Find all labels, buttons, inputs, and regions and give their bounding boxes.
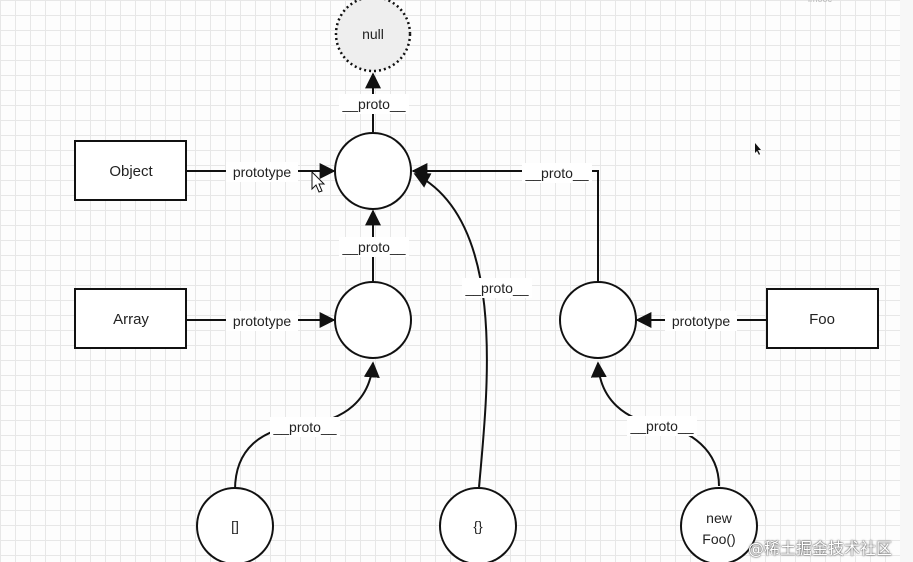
- object-literal-label: {}: [473, 518, 483, 534]
- edge-object-literal-proto[interactable]: __proto__: [413, 173, 532, 488]
- foo-box-label: Foo: [809, 311, 835, 328]
- edge-label-object-prototype: prototype: [233, 164, 292, 180]
- array-box[interactable]: Array: [74, 288, 187, 349]
- edge-object-prototype[interactable]: prototype: [186, 162, 336, 182]
- watermark: @稀土掘金技术社区: [748, 539, 893, 558]
- new-foo-label-line2: Foo(): [702, 531, 735, 547]
- small-cursor-icon: [755, 143, 761, 155]
- new-foo-node[interactable]: new Foo(): [680, 487, 758, 562]
- edge-object-proto-to-null[interactable]: __proto__: [339, 72, 409, 132]
- foo-prototype-node[interactable]: [559, 281, 637, 359]
- new-foo-label-line1: new: [706, 510, 733, 526]
- edge-new-foo-proto[interactable]: __proto__: [590, 361, 720, 487]
- edge-label-array-prototype: prototype: [233, 313, 292, 329]
- edge-label-array-proto: __proto__: [341, 239, 405, 255]
- edge-array-prototype[interactable]: prototype: [186, 311, 336, 331]
- object-box-label: Object: [109, 163, 153, 180]
- edge-foo-proto-to-object-proto[interactable]: __proto__: [411, 163, 599, 282]
- edge-array-proto-to-object-proto[interactable]: __proto__: [339, 209, 409, 281]
- edge-label-foo-prototype: prototype: [672, 313, 731, 329]
- canvas-edge-pane: [900, 0, 913, 562]
- foo-box[interactable]: Foo: [766, 288, 879, 349]
- array-prototype-node[interactable]: [334, 281, 412, 359]
- array-literal-node[interactable]: []: [196, 487, 274, 562]
- object-literal-node[interactable]: {}: [439, 487, 517, 562]
- edge-label-object-literal: __proto__: [464, 280, 528, 296]
- array-literal-label: []: [231, 518, 239, 534]
- edge-label-new-foo: __proto__: [629, 418, 693, 434]
- edge-foo-prototype[interactable]: prototype: [635, 311, 767, 331]
- edge-label-array-literal: __proto__: [272, 419, 336, 435]
- mouse-cursor-icon: [311, 170, 326, 193]
- null-node-label: null: [362, 26, 384, 42]
- edge-array-literal-proto[interactable]: __proto__: [234, 361, 380, 491]
- edge-label-object-proto-null: __proto__: [341, 96, 405, 112]
- corner-mark: imooc: [808, 0, 832, 4]
- null-node[interactable]: null: [334, 0, 412, 73]
- edge-label-foo-proto: __proto__: [524, 165, 588, 181]
- object-prototype-node[interactable]: [334, 132, 412, 210]
- object-box[interactable]: Object: [74, 140, 187, 201]
- array-box-label: Array: [113, 311, 149, 328]
